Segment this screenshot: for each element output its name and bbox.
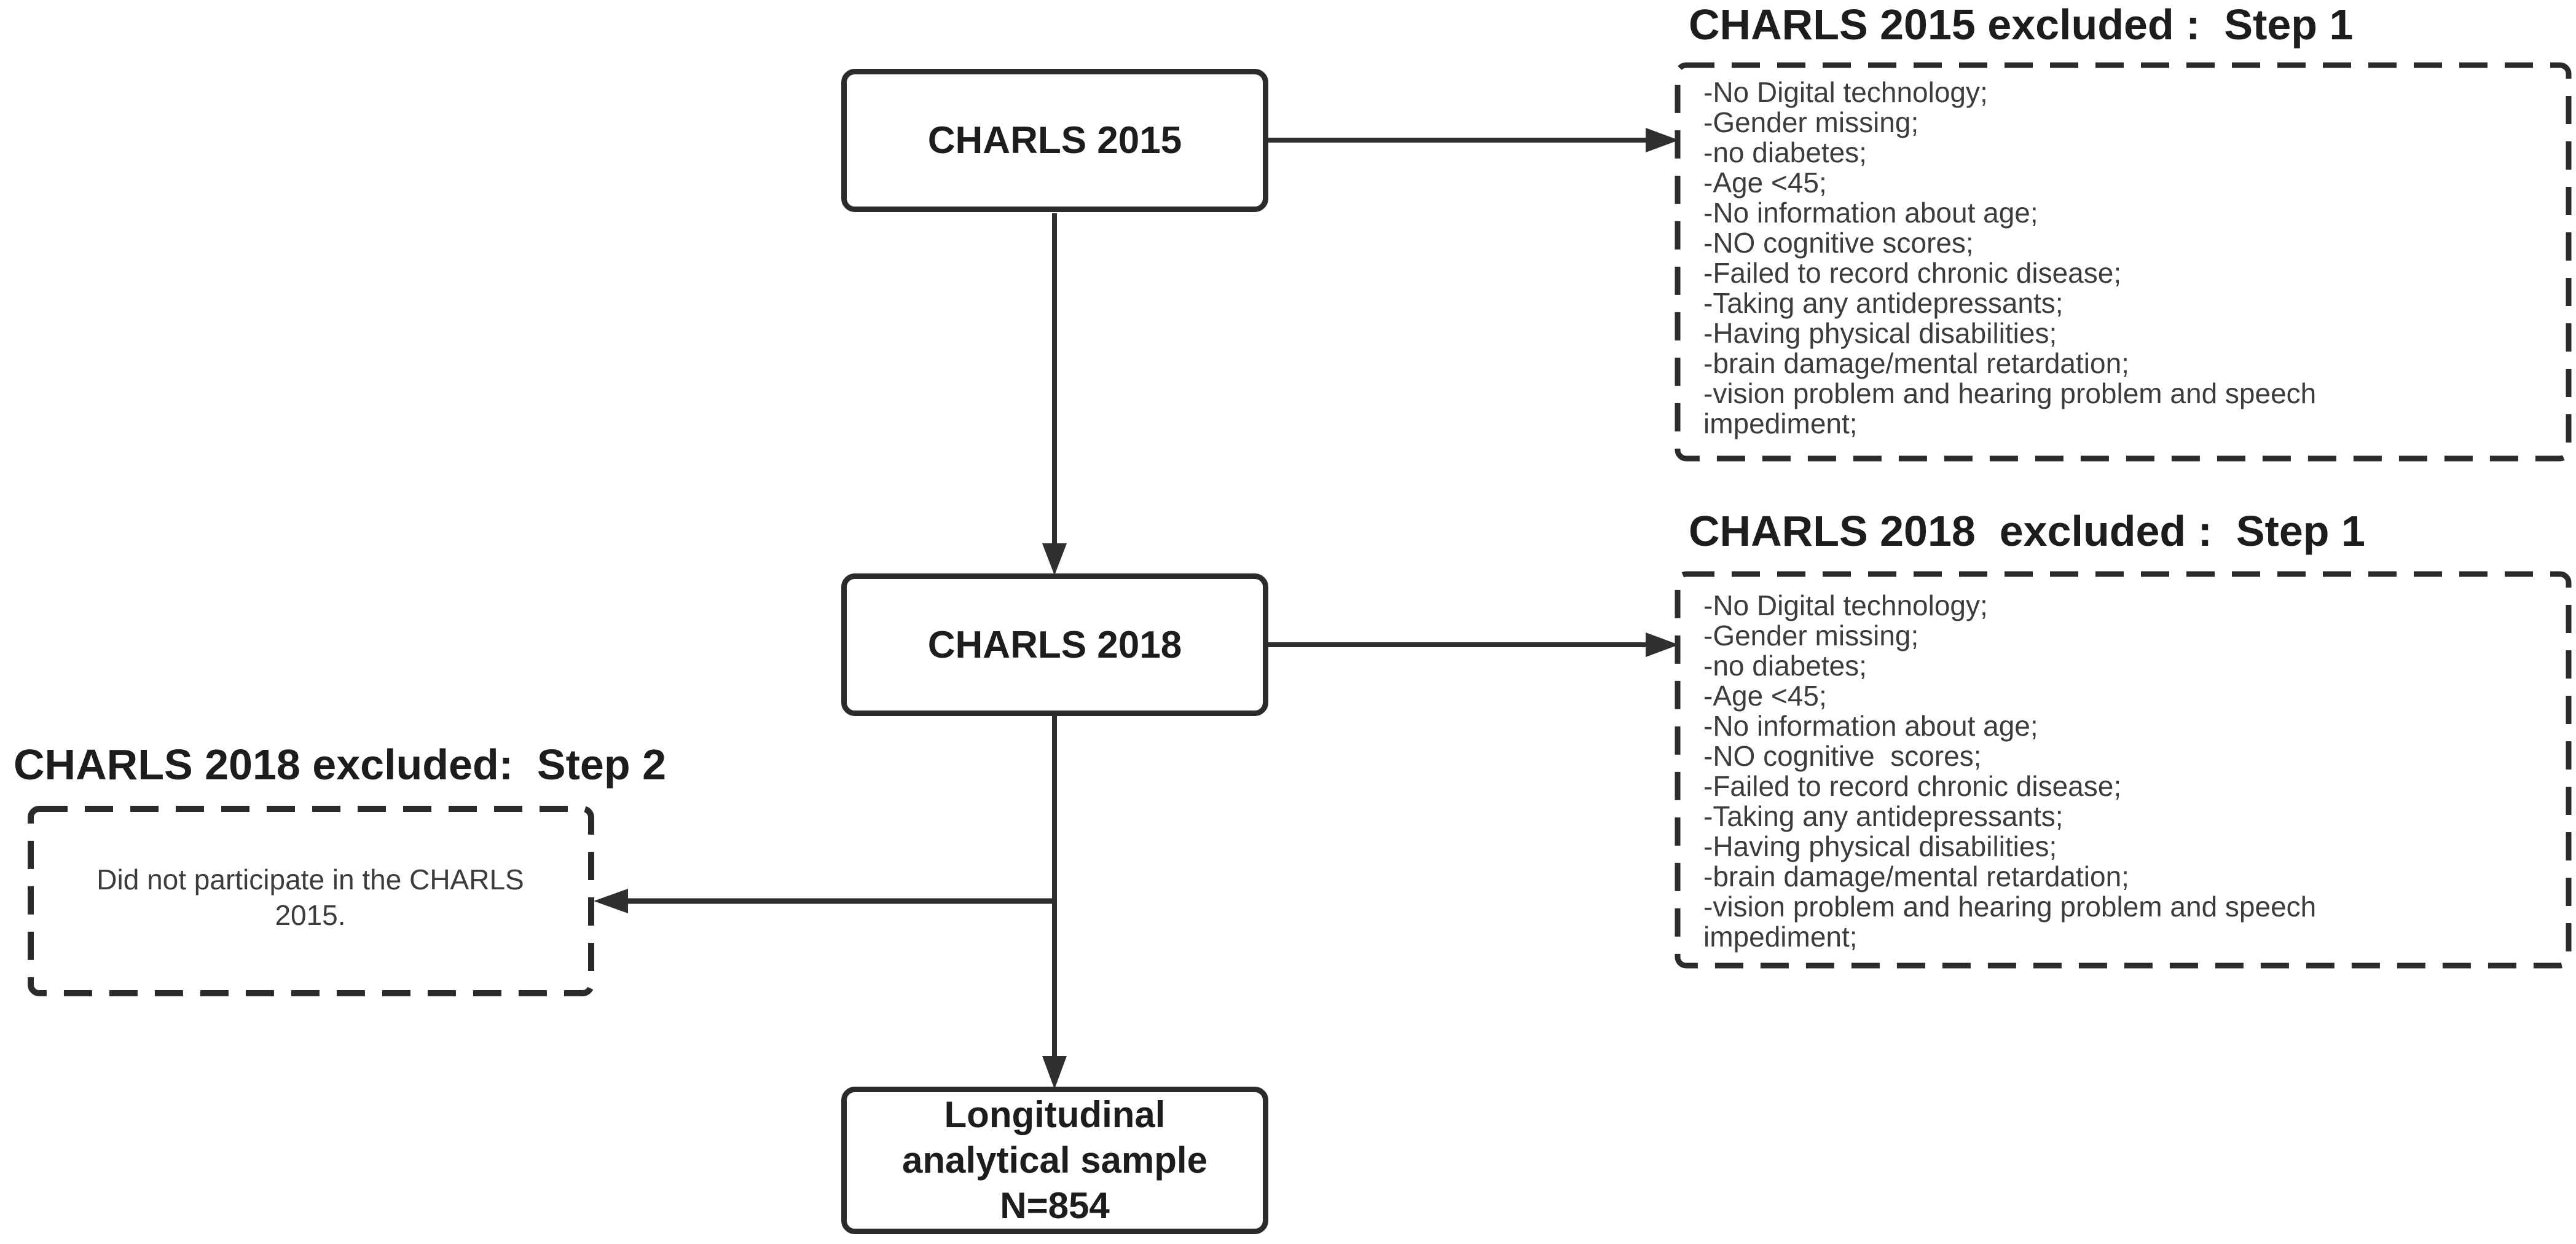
final-sample-count: N=854	[1000, 1185, 1110, 1226]
list-item: -Failed to record chronic disease;	[1703, 257, 2122, 289]
final-sample-line: analytical sample	[902, 1140, 1208, 1181]
list-item: -NO cognitive scores;	[1703, 740, 1982, 772]
excluded-2018-step1-title: CHARLS 2018 excluded : Step 1	[1689, 507, 2365, 555]
list-item: -Taking any antidepressants;	[1703, 800, 2064, 832]
list-item: -no diabetes;	[1703, 136, 1867, 168]
excluded-2015-step1-box	[1675, 62, 2572, 462]
charls-2015-node: CHARLS 2015	[841, 69, 1268, 212]
list-item: -No Digital technology;	[1703, 76, 1988, 108]
list-item: -No information about age;	[1703, 710, 2038, 742]
list-item: -Age <45;	[1703, 680, 1827, 712]
list-item: -NO cognitive scores;	[1703, 227, 1974, 259]
list-item: -Age <45;	[1703, 167, 1827, 199]
excluded-2018-step1-list: -No Digital technology; -Gender missing;…	[1703, 591, 2429, 952]
excluded-2015-step1-title: CHARLS 2015 excluded : Step 1	[1689, 1, 2354, 49]
list-item: -No Digital technology;	[1703, 589, 1988, 621]
list-item: -vision problem and hearing problem and …	[1703, 891, 2317, 953]
list-item: -No information about age;	[1703, 197, 2038, 229]
list-item: -no diabetes;	[1703, 650, 1867, 682]
arrow-branch-to-excluded-step2	[594, 889, 1054, 913]
excluded-2018-step1-box	[1675, 571, 2572, 969]
arrow-2018-to-final	[1042, 716, 1067, 1089]
arrow-2018-to-excluded	[1268, 632, 1679, 657]
list-item: -Taking any antidepressants;	[1703, 287, 2064, 319]
list-item: -Failed to record chronic disease;	[1703, 770, 2122, 802]
excluded-2018-step2-text: Did not participate in the CHARLS 2015.	[96, 864, 524, 931]
excluded-2015-step1-list: -No Digital technology; -Gender missing;…	[1703, 77, 2429, 439]
final-sample-line: Longitudinal	[944, 1094, 1166, 1135]
charls-2015-label: CHARLS 2015	[927, 119, 1182, 162]
charls-2018-node: CHARLS 2018	[841, 573, 1268, 716]
list-item: -Having physical disabilities;	[1703, 317, 2057, 349]
final-sample-node: Longitudinal analytical sample N=854	[841, 1087, 1268, 1234]
list-item: -Gender missing;	[1703, 620, 1919, 652]
arrow-2015-to-excluded	[1268, 128, 1679, 152]
charls-2018-label: CHARLS 2018	[927, 623, 1182, 666]
list-item: -vision problem and hearing problem and …	[1703, 377, 2317, 439]
excluded-2018-step2-title: CHARLS 2018 excluded: Step 2	[14, 741, 666, 789]
list-item: -Gender missing;	[1703, 106, 1919, 138]
arrow-2015-to-2018	[1042, 213, 1067, 575]
list-item: -brain damage/mental retardation;	[1703, 347, 2129, 379]
list-item: -Having physical disabilities;	[1703, 830, 2057, 862]
list-item: -brain damage/mental retardation;	[1703, 860, 2129, 892]
excluded-2018-step2-box	[28, 806, 594, 996]
